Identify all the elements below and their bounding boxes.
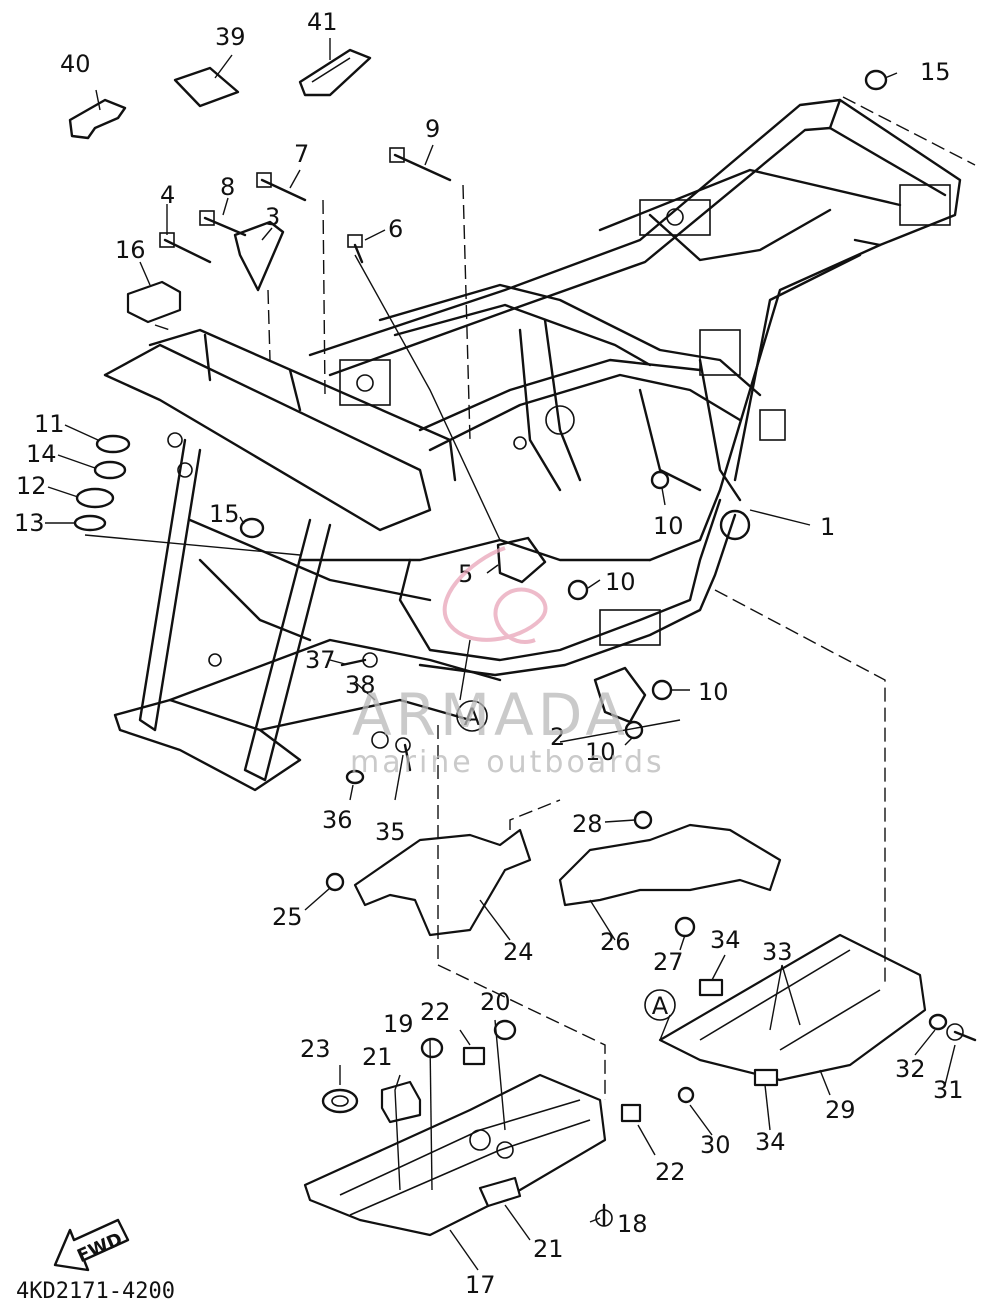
callout-label: 11 — [34, 410, 65, 438]
callout-label: 10 — [585, 738, 616, 766]
callout-label: 7 — [294, 140, 309, 168]
callout-label: 3 — [265, 203, 280, 231]
callout-label: 12 — [16, 472, 47, 500]
callout-label: 14 — [26, 440, 57, 468]
main-frame — [103, 98, 962, 792]
callout-label: 19 — [383, 1010, 414, 1038]
watermark: ARMADA marine outboards — [350, 546, 665, 780]
callout-label: 38 — [345, 671, 376, 699]
callout-label: 40 — [60, 50, 91, 78]
callout-label: 32 — [895, 1055, 926, 1083]
callout-label: 15 — [920, 58, 951, 86]
callout-label: 21 — [533, 1235, 564, 1263]
watermark-subtitle: marine outboards — [350, 745, 665, 780]
callout-label: 27 — [653, 948, 684, 976]
callout-label: 15 — [209, 500, 240, 528]
diagram-part-code: 4KD2171-4200 — [16, 1279, 175, 1304]
callout-label: 41 — [307, 8, 338, 36]
callout-label: 34 — [755, 1128, 786, 1156]
callout-label: 24 — [503, 938, 534, 966]
callout-label: 17 — [465, 1271, 496, 1299]
watermark-logo-icon — [442, 546, 548, 644]
callout-label: 10 — [605, 568, 636, 596]
callout-label: 29 — [825, 1096, 856, 1124]
callout-label: 9 — [425, 115, 440, 143]
callout-label: 4 — [160, 181, 175, 209]
callout-label: 36 — [322, 806, 353, 834]
loose-parts — [68, 48, 977, 1237]
watermark-title: ARMADA — [352, 681, 629, 749]
callout-label: 25 — [272, 903, 303, 931]
callout-label: 37 — [305, 646, 336, 674]
callout-labels: 40 39 41 15 9 7 8 4 3 6 16 11 14 12 13 1… — [14, 8, 964, 1299]
reference-markers: A A — [456, 700, 676, 1021]
callout-label: 35 — [375, 818, 406, 846]
reference-marker-a: A — [652, 992, 669, 1020]
callout-label: 28 — [572, 810, 603, 838]
callout-label: 22 — [420, 998, 451, 1026]
callout-label: 8 — [220, 173, 235, 201]
dashed-guides — [154, 96, 976, 1100]
callout-label: 21 — [362, 1043, 393, 1071]
callout-label: 39 — [215, 23, 246, 51]
callout-label: 10 — [653, 512, 684, 540]
callout-label: 16 — [115, 236, 146, 264]
callout-label: 26 — [600, 928, 631, 956]
forward-label: FWD — [74, 1229, 126, 1267]
callout-label: 6 — [388, 215, 403, 243]
callout-label: 13 — [14, 509, 45, 537]
callout-label: 20 — [480, 988, 511, 1016]
callout-label: 22 — [655, 1158, 686, 1186]
callout-label: 2 — [550, 723, 565, 751]
forward-direction-arrow: FWD — [53, 1218, 130, 1272]
callout-label: 10 — [698, 678, 729, 706]
callout-label: 34 — [710, 926, 741, 954]
callout-label: 18 — [617, 1210, 648, 1238]
leader-lines — [45, 38, 956, 1271]
callout-label: 33 — [762, 938, 793, 966]
callout-label: 31 — [933, 1076, 964, 1104]
callout-label: 23 — [300, 1035, 331, 1063]
callout-label: 1 — [820, 513, 835, 541]
callout-label: 30 — [700, 1131, 731, 1159]
reference-marker-a: A — [464, 703, 481, 731]
